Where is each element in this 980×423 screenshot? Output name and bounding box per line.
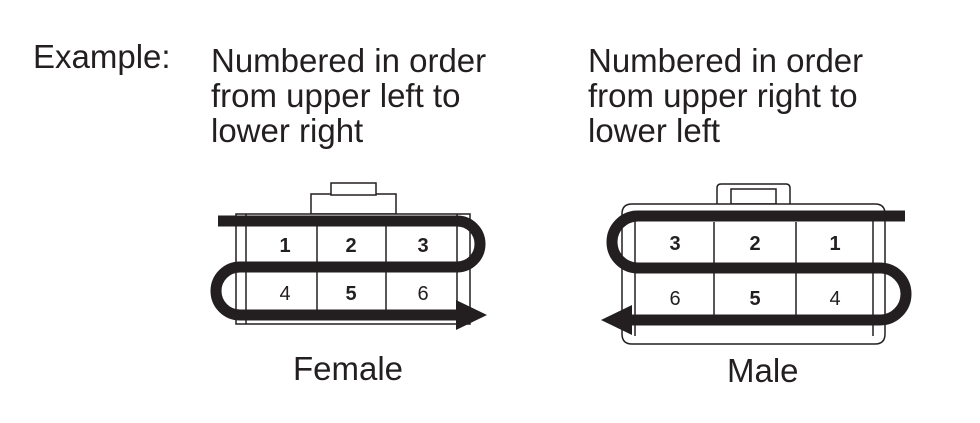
male-description-line-2: from upper right to [588,77,858,114]
male-description-line-1: Numbered in order [588,42,864,79]
female-pin-4: 4 [279,283,290,305]
female-description-line-1: Numbered in order [211,42,487,79]
example-label: Example: [33,38,171,75]
female-description-line-3: lower right [211,112,364,149]
female-latch [310,193,397,215]
male-pin-3: 3 [669,233,680,255]
female-pins: 1 2 3 4 5 6 [279,235,428,305]
male-description-line-3: lower left [588,112,721,149]
female-description-line-2: from upper left to [211,77,461,114]
female-arrowhead [456,300,487,330]
female-pin-5: 5 [345,283,356,305]
male-description: Numbered in order from upper right to lo… [588,43,863,148]
female-caption: Female [293,350,404,387]
male-connector [601,183,912,345]
female-description: Numbered in order from upper left to low… [211,43,486,148]
female-pin-3: 3 [417,235,428,257]
male-arrowhead [601,305,632,335]
male-pin-4: 4 [829,288,840,310]
female-order-path [210,215,486,321]
female-pin-2: 2 [345,235,356,257]
male-body [621,203,886,345]
male-pin-1: 1 [829,233,840,255]
male-pin-2: 2 [749,233,760,255]
male-pins: 3 2 1 6 5 4 [669,233,840,310]
female-pin-1: 1 [279,235,290,257]
female-connector [210,182,487,330]
male-latch-inner [730,188,777,205]
male-order-path [606,210,912,326]
male-pin-6: 6 [669,288,680,310]
female-latch-top [330,182,377,196]
male-caption: Male [727,352,799,389]
male-pin-5: 5 [749,288,760,310]
female-pin-6: 6 [417,283,428,305]
